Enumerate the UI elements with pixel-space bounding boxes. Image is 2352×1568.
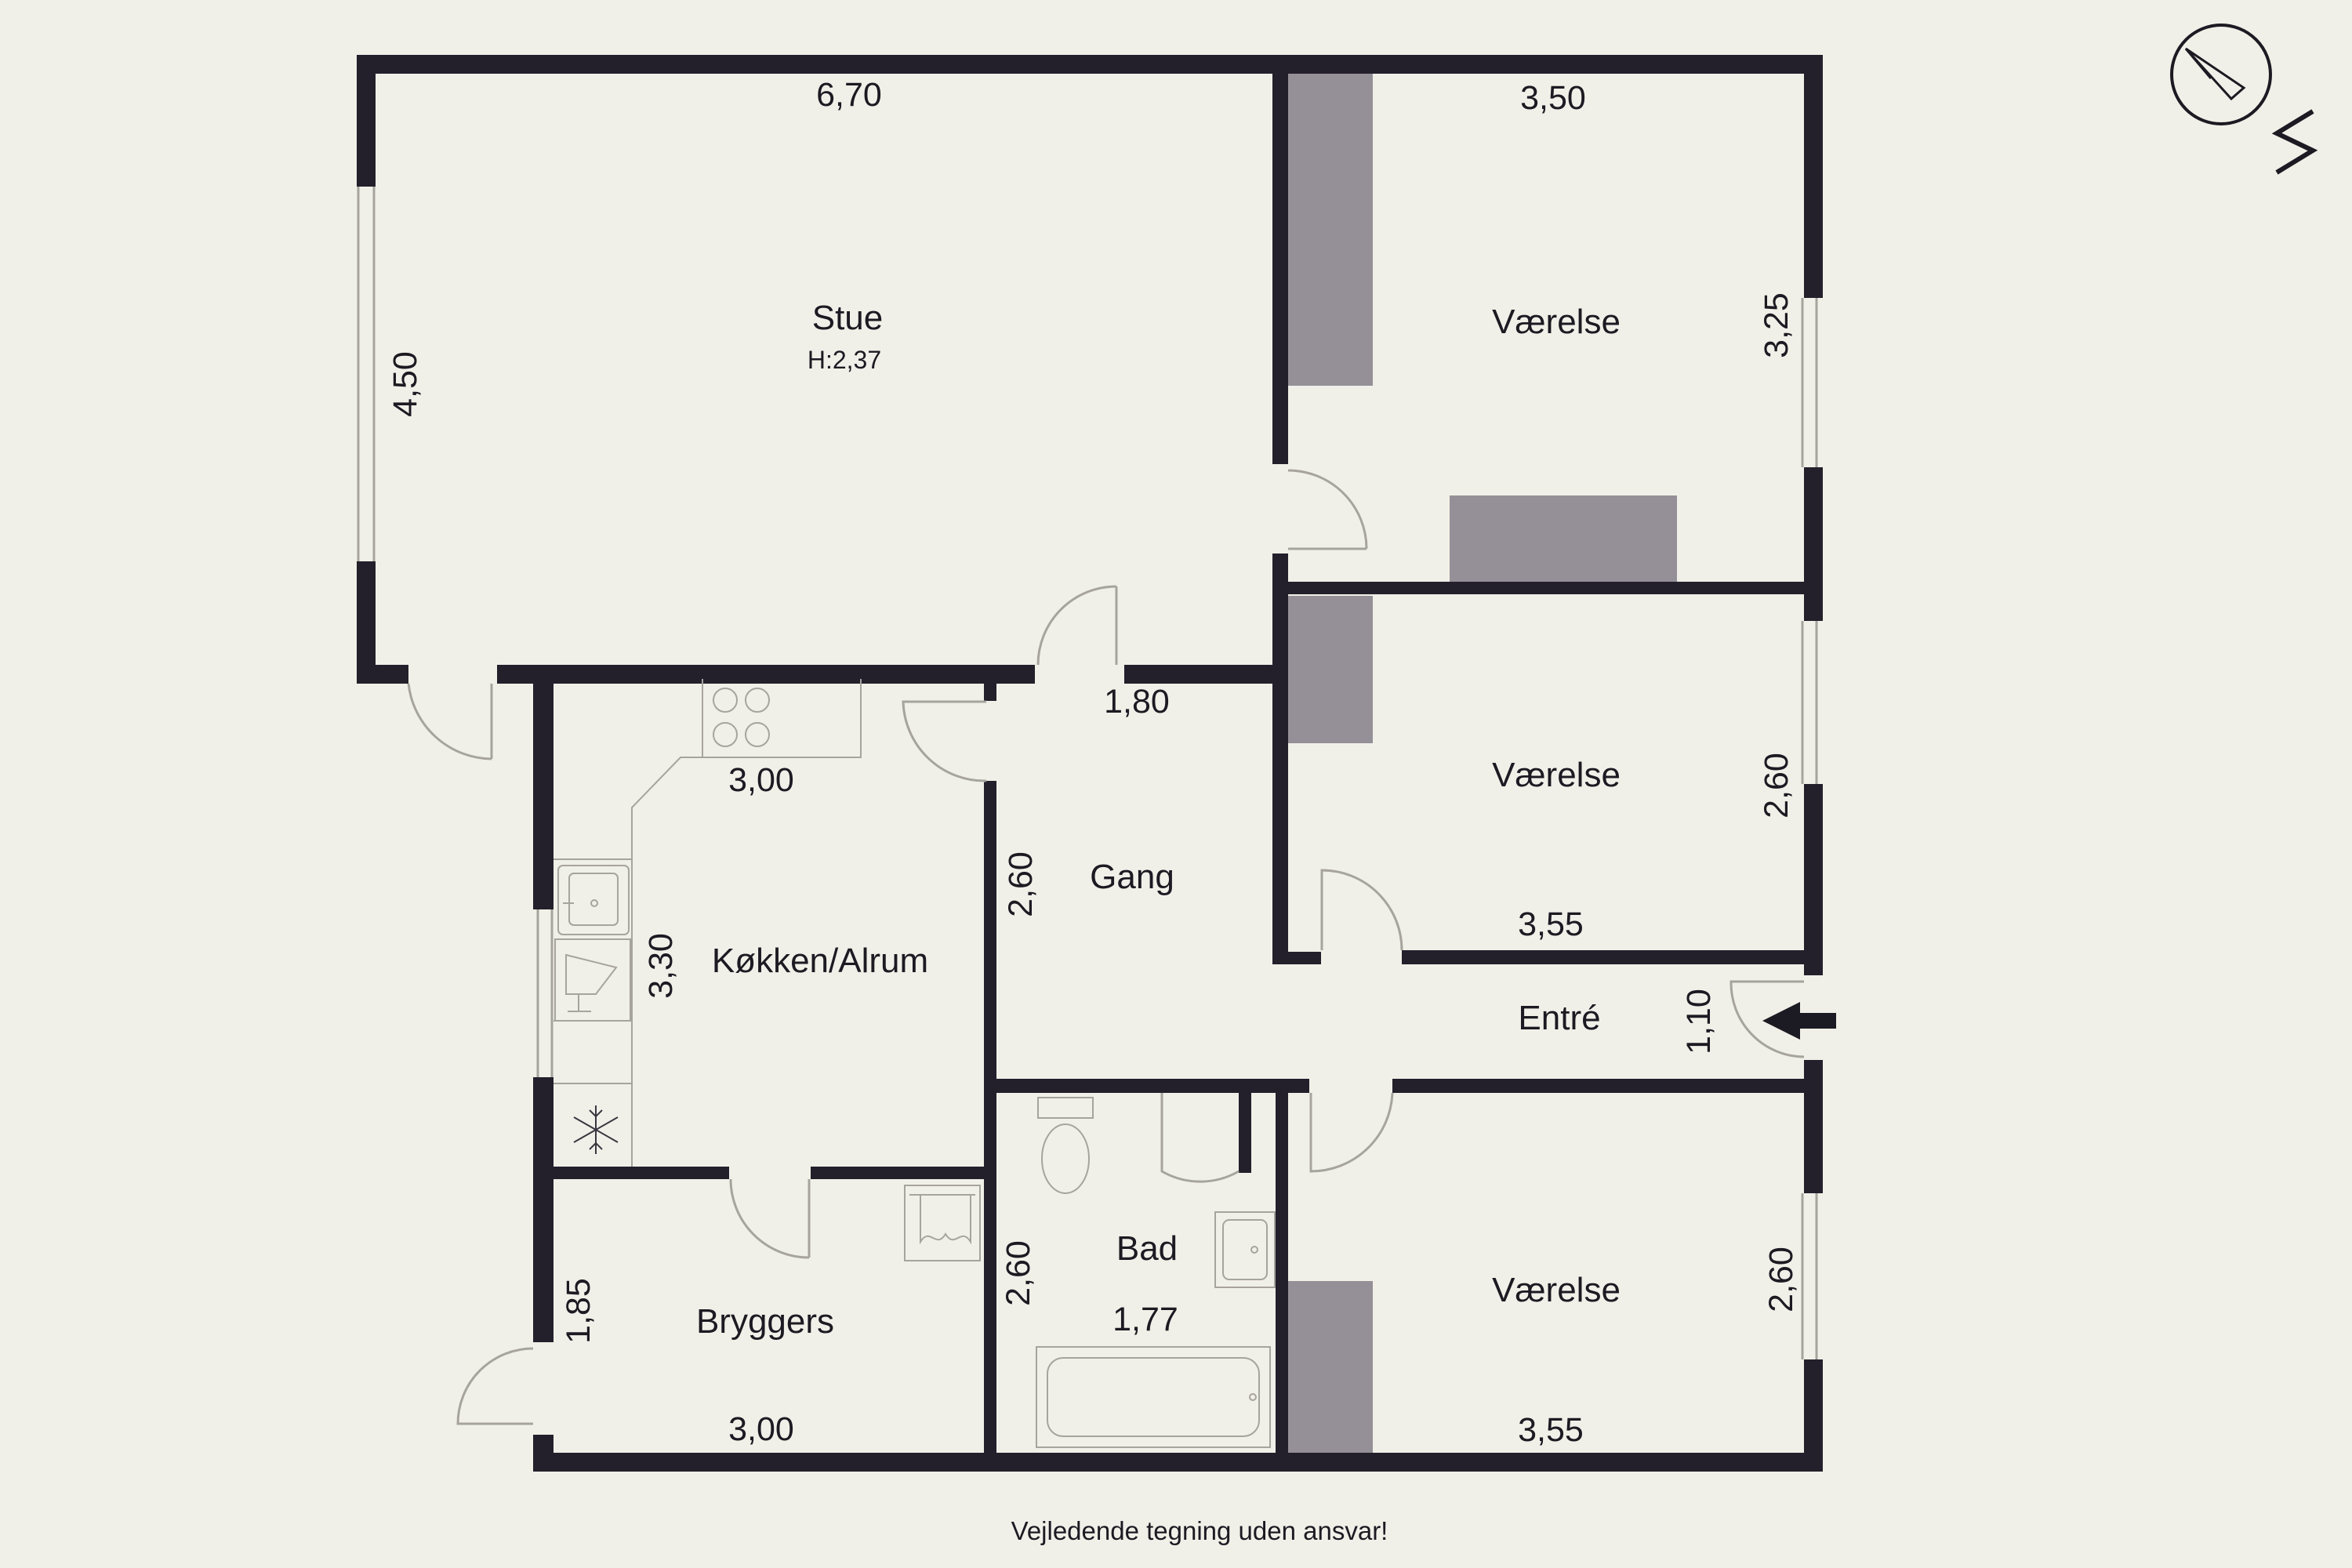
dim-v1-depth: 3,25 (1758, 292, 1795, 358)
room-entre: Entré (1518, 999, 1600, 1037)
dim-entre-depth: 1,10 (1680, 989, 1718, 1054)
dim-v2-depth: 2,60 (1758, 753, 1795, 818)
wall-stue-left-lower (357, 561, 376, 684)
compass-icon (2170, 24, 2318, 175)
wall-v2-bottom-right (1402, 950, 1823, 964)
entrance-arrow-icon (1762, 1002, 1836, 1040)
door-bryggers-exterior (456, 1347, 534, 1425)
door-bad (1160, 1093, 1240, 1183)
door-stue-gang (1036, 585, 1118, 666)
dim-v3-width: 3,55 (1518, 1411, 1584, 1449)
room-vaerelse-1: Værelse (1492, 303, 1621, 341)
wall-v2-left-upper (1272, 590, 1288, 964)
closet-vaerelse-1-left (1288, 74, 1373, 386)
wall-kitchen-bryggers-left (554, 1167, 729, 1179)
bathtub-icon (1036, 1346, 1271, 1448)
door-kitchen-bryggers (729, 1178, 811, 1259)
wall-v3-top-left (1247, 1079, 1309, 1093)
footer-disclaimer: Vejledende tegning uden ansvar! (1011, 1516, 1388, 1545)
wall-v2-bottom-left (1272, 952, 1321, 964)
wall-kitchen-left-lower (533, 1077, 554, 1342)
door-entrance (1730, 980, 1805, 1058)
washing-machine-icon (904, 1185, 981, 1261)
dim-bryggers-depth: 1,85 (560, 1278, 597, 1344)
dim-gang-width: 1,80 (1104, 683, 1170, 720)
wall-kitchen-bryggers-right (811, 1167, 984, 1179)
room-bryggers: Bryggers (696, 1302, 834, 1341)
room-kokken: Køkken/Alrum (712, 942, 928, 980)
wall-gang-bad-top (984, 1079, 1247, 1093)
wall-top (357, 55, 1823, 74)
stove-icon (713, 688, 770, 747)
dim-bad-depth: 2,60 (1000, 1240, 1037, 1306)
dim-stue-depth: 4,50 (387, 351, 424, 417)
wall-kitchen-gang-top (984, 679, 996, 701)
walls (357, 55, 1823, 1472)
room-gang: Gang (1090, 858, 1174, 896)
snowflake-icon (573, 1105, 619, 1154)
room-stue: Stue (812, 299, 884, 337)
dim-v3-depth: 2,60 (1762, 1247, 1800, 1312)
toilet-icon (1037, 1097, 1094, 1194)
room-vaerelse-3: Værelse (1492, 1271, 1621, 1309)
wall-v3-top-right (1392, 1079, 1823, 1093)
dim-v1-width: 3,50 (1520, 79, 1586, 117)
wall-stue-left-upper (357, 55, 376, 187)
dim-stue-width: 6,70 (816, 76, 882, 114)
dishwasher-icon (554, 938, 631, 1022)
dim-bad-width: 1,77 (1112, 1301, 1178, 1338)
room-vaerelse-2: Værelse (1492, 756, 1621, 794)
wall-bad-v3-divider (1276, 1093, 1288, 1455)
wall-stue-bottom-left (357, 665, 408, 684)
wall-kitchen-left-upper (533, 665, 554, 909)
wall-right-5 (1804, 1359, 1823, 1472)
doors (407, 469, 1805, 1425)
dim-kokken-depth: 3,30 (642, 933, 680, 999)
wall-stue-bottom-right (1124, 665, 1282, 684)
wall-stue-bottom-mid (497, 665, 1035, 684)
wall-v1-v2-divider (1272, 582, 1823, 594)
room-stue-height: H:2,37 (808, 346, 881, 374)
fixtures (554, 679, 1276, 1448)
wall-right-1 (1804, 55, 1823, 298)
dim-gang-depth: 2,60 (1002, 851, 1040, 917)
closet-vaerelse-2 (1288, 596, 1373, 743)
door-kitchen-gang (902, 700, 987, 782)
dim-bryggers-width: 3,00 (728, 1410, 794, 1448)
wall-bad-door-post (1239, 1079, 1251, 1173)
bathroom-sink-icon (1214, 1211, 1276, 1288)
room-labels: Stue H:2,37 Værelse Værelse Værelse Køkk… (696, 299, 1621, 1341)
kitchen-sink-icon (557, 865, 630, 935)
wall-bottom (533, 1453, 1823, 1472)
door-v3 (1309, 1092, 1394, 1173)
windows (357, 187, 1818, 1359)
door-v2 (1320, 869, 1403, 951)
wall-right-3 (1804, 784, 1823, 975)
dimension-labels: 6,70 4,50 3,50 3,25 3,55 2,60 3,55 2,60 … (387, 76, 1800, 1449)
dim-v2-width: 3,55 (1518, 906, 1584, 943)
door-stue-v1 (1287, 469, 1368, 550)
closets (1288, 74, 1677, 1454)
door-stue-terrace (407, 683, 493, 760)
wall-stue-v1-divider-upper (1272, 55, 1288, 464)
kitchen-counter (554, 679, 862, 860)
wall-kitchen-gang-divider (984, 781, 996, 1455)
closet-vaerelse-3 (1288, 1281, 1373, 1454)
dim-kokken-width: 3,00 (728, 761, 794, 799)
closet-vaerelse-1-bottom (1450, 495, 1677, 582)
room-bad: Bad (1116, 1229, 1178, 1268)
wall-right-2 (1804, 467, 1823, 621)
